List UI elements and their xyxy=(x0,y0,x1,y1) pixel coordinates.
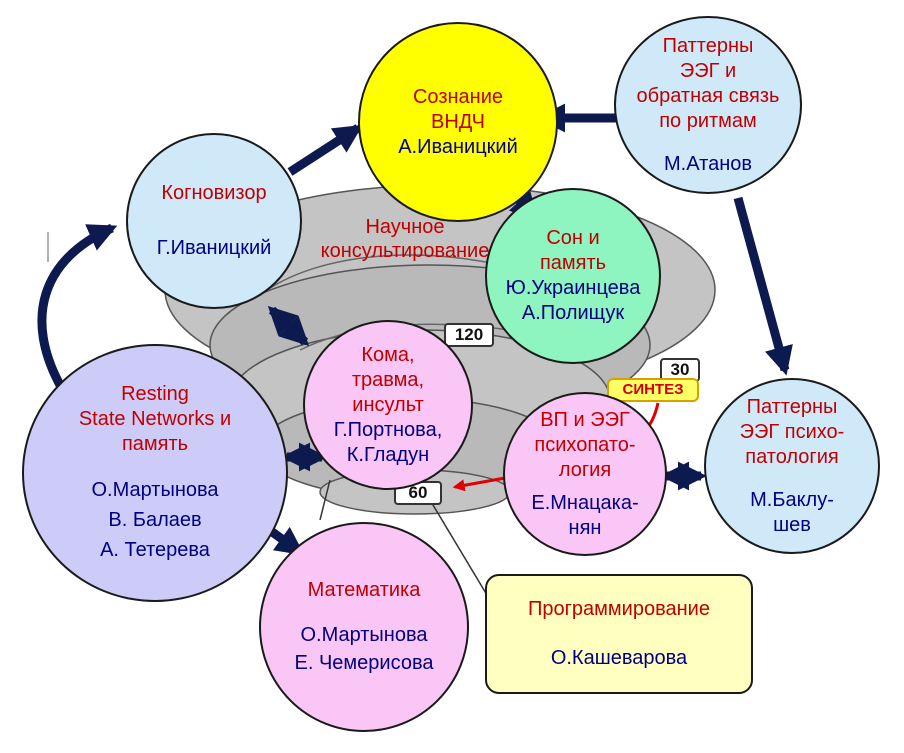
badge-120: 120 xyxy=(444,323,494,347)
node-title: Математика xyxy=(307,578,421,601)
node-title: Программирование xyxy=(528,598,710,620)
node-people: О.Мартынова Е. Чемерисова xyxy=(294,623,434,674)
node-people: М.Баклу- шев xyxy=(750,488,834,536)
node-people: Е.Мнацака- нян xyxy=(531,491,639,539)
node-people: М.Атанов xyxy=(664,152,752,175)
node-mathematics[interactable]: Математика О.Мартынова Е. Чемерисова xyxy=(259,522,469,732)
node-people: Г.Портнова, К.Гладун xyxy=(333,418,443,466)
synthesis-badge: СИНТЕЗ xyxy=(607,378,699,402)
node-cognovisor[interactable]: Когновизор Г.Иваницкий xyxy=(126,133,302,309)
node-people: О.Кашеварова xyxy=(550,647,688,669)
node-title: Когновизор xyxy=(161,182,267,204)
node-resting-state[interactable]: Resting State Networks и память О.Мартын… xyxy=(22,344,288,602)
node-eeg-patterns[interactable]: Паттерны ЭЭГ и обратная связь по ритмам … xyxy=(614,16,802,194)
node-title: Паттерны ЭЭГ психо- патология xyxy=(739,395,845,468)
arrow-cognovisor-consciousness xyxy=(287,124,363,176)
node-people: Ю.Украинцева А.Полищук xyxy=(505,277,641,324)
scientific-consulting-label: Научное консультирование xyxy=(320,216,490,262)
node-eeg-psychopathology[interactable]: Паттерны ЭЭГ психо- патология М.Баклу- ш… xyxy=(704,378,880,554)
node-people: О.Мартынова В. Балаев А. Тетерева xyxy=(91,478,219,561)
node-title: Паттерны ЭЭГ и обратная связь по ритмам xyxy=(636,34,780,132)
node-vp-eeg[interactable]: ВП и ЭЭГ психопато- логия Е.Мнацака- нян xyxy=(503,392,667,556)
node-people: А.Иваницкий xyxy=(398,135,518,158)
node-consciousness[interactable]: Сознание ВНДЧ А.Иваницкий xyxy=(358,22,558,222)
node-title: Сознание ВНДЧ xyxy=(412,85,504,133)
node-sleep-memory[interactable]: Сон и память Ю.Украинцева А.Полищук xyxy=(485,188,661,364)
node-title: Resting State Networks и память xyxy=(78,382,232,455)
node-people: Г.Иваницкий xyxy=(156,237,272,259)
node-title: Кома, травма, инсульт xyxy=(351,343,425,416)
arrow-patterns-psychopathology xyxy=(733,196,793,376)
node-title: ВП и ЭЭГ психопато- логия xyxy=(534,408,636,481)
arrow-cognovisor-coma xyxy=(267,305,310,347)
arrow-resting-cognovisor xyxy=(37,223,118,388)
node-programming[interactable]: Программирование О.Кашеварова xyxy=(485,574,753,694)
node-coma-trauma[interactable]: Кома, травма, инсульт Г.Портнова, К.Глад… xyxy=(303,320,473,490)
node-title: Сон и память xyxy=(539,227,607,274)
